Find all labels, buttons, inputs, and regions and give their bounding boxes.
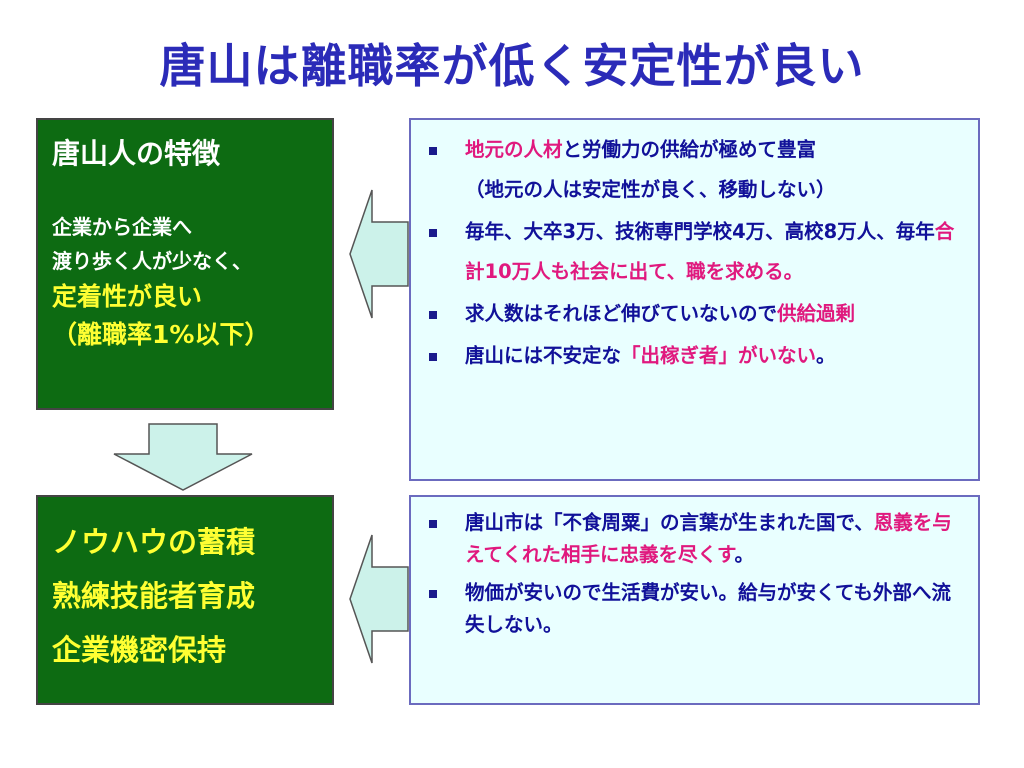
- benefit-line-2: 熟練技能者育成: [52, 579, 256, 613]
- bullet-square-icon: [429, 147, 437, 155]
- reason-1-text: と労働力の供給が極めて豊富: [562, 138, 817, 161]
- culture-1-highlight: 恩義を与えてくれた相手に忠義を尽くす: [465, 511, 952, 566]
- bullet-square-icon: [429, 353, 437, 361]
- benefit-line-1: ノウハウの蓄積: [52, 525, 256, 559]
- reason-2-text: 毎年、大卒3万、技術専門学校4万、高校8万人、毎年: [465, 220, 935, 243]
- reason-1-note: （地元の人は安定性が良く、移動しない）: [465, 178, 836, 201]
- reasons-box: 地元の人材と労働力の供給が極めて豊富 （地元の人は安定性が良く、移動しない） 毎…: [409, 118, 980, 481]
- list-item: 唐山市は「不食周粟」の言葉が生まれた国で、恩義を与えてくれた相手に忠義を尽くす。: [425, 507, 970, 571]
- culture-list: 唐山市は「不食周粟」の言葉が生まれた国で、恩義を与えてくれた相手に忠義を尽くす。…: [425, 507, 970, 641]
- characteristics-line-4: （離職率1%以下）: [52, 320, 270, 349]
- reason-2-highlight: 合計10万人も社会に出て、職を求める。: [465, 220, 955, 283]
- characteristics-line-2: 渡り歩く人が少なく、: [52, 249, 252, 273]
- list-item: 唐山には不安定な「出稼ぎ者」がいない。: [425, 336, 970, 376]
- reason-1-highlight: 地元の人材: [465, 138, 563, 161]
- culture-box: 唐山市は「不食周粟」の言葉が生まれた国で、恩義を与えてくれた相手に忠義を尽くす。…: [409, 495, 980, 705]
- page-title: 唐山は離職率が低く安定性が良い: [159, 39, 865, 93]
- left-arrow-icon: [349, 189, 409, 319]
- bullet-square-icon: [429, 590, 437, 598]
- reason-4-highlight: 「出稼ぎ者」: [621, 344, 739, 367]
- culture-1-period: 。: [734, 543, 755, 566]
- reason-4-text: 唐山には不安定な: [465, 344, 622, 367]
- list-item: 地元の人材と労働力の供給が極めて豊富 （地元の人は安定性が良く、移動しない）: [425, 130, 970, 210]
- benefit-line-3: 企業機密保持: [52, 633, 227, 667]
- bullet-square-icon: [429, 311, 437, 319]
- reasons-list: 地元の人材と労働力の供給が極めて豊富 （地元の人は安定性が良く、移動しない） 毎…: [425, 130, 970, 376]
- culture-1-text: 唐山市は「不食周粟」の言葉が生まれた国で、: [465, 511, 874, 534]
- list-item: 毎年、大卒3万、技術専門学校4万、高校8万人、毎年合計10万人も社会に出て、職を…: [425, 212, 970, 292]
- list-item: 物価が安いので生活費が安い。給与が安くても外部へ流失しない。: [425, 577, 970, 641]
- bullet-square-icon: [429, 520, 437, 528]
- reason-3-highlight: 供給過剰: [777, 302, 856, 325]
- down-arrow-icon: [113, 423, 253, 491]
- bullet-square-icon: [429, 229, 437, 237]
- list-item: 求人数はそれほど伸びていないので供給過剰: [425, 294, 970, 334]
- reason-3-text: 求人数はそれほど伸びていないので: [465, 302, 778, 325]
- left-arrow-icon: [349, 534, 409, 664]
- characteristics-box: 唐山人の特徴 企業から企業へ 渡り歩く人が少なく、 定着性が良い （離職率1%以…: [36, 118, 334, 410]
- characteristics-line-1: 企業から企業へ: [52, 215, 192, 239]
- reason-4-period: 。: [816, 344, 836, 367]
- characteristics-heading: 唐山人の特徴: [52, 137, 221, 170]
- reason-4-highlight-end: がいない: [738, 344, 817, 367]
- culture-2-text: 物価が安いので生活費が安い。給与が安くても外部へ流失しない。: [465, 581, 951, 636]
- benefits-box: ノウハウの蓄積 熟練技能者育成 企業機密保持: [36, 495, 334, 705]
- characteristics-line-3: 定着性が良い: [52, 282, 203, 311]
